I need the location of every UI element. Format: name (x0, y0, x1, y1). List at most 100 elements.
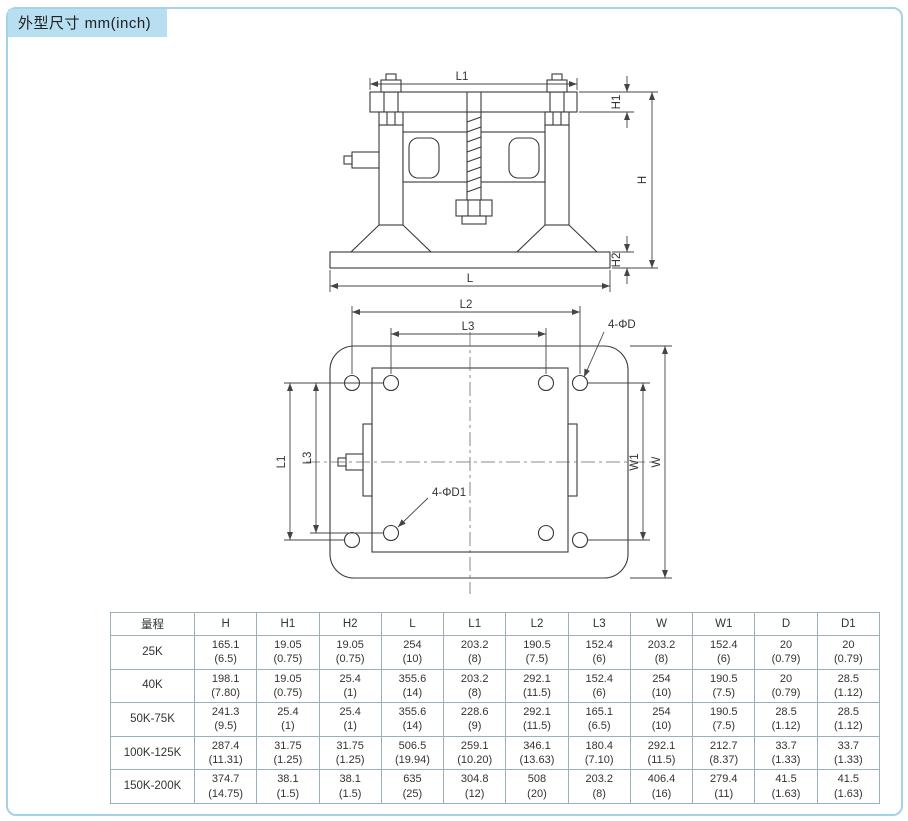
callout-inner-holes: 4-ΦD1 (432, 487, 466, 499)
dimension-cell: 254(10) (629, 668, 694, 704)
dimension-cell: 203.2(8) (443, 668, 507, 704)
dimension-cell: 19.05(0.75) (256, 635, 320, 670)
inner-hole (382, 374, 400, 392)
dimension-cell: 19.05(0.75) (318, 635, 382, 670)
column-header: L1 (443, 612, 507, 636)
dimension-cell: 635(25) (380, 769, 445, 804)
dimension-cell: 28.5(1.12) (816, 668, 881, 704)
left-ear (362, 423, 373, 497)
dim-label-h2: H2 (611, 253, 623, 268)
column-header: H2 (318, 612, 382, 636)
dimension-cell: 41.5(1.63) (754, 769, 818, 804)
center-rod (466, 111, 482, 201)
dim-label-l2: L2 (460, 299, 473, 311)
outer-hole (571, 531, 589, 549)
dim-label-h: H (637, 176, 649, 184)
cable-gland (351, 151, 380, 169)
dimension-cell: 228.6(9) (443, 702, 507, 737)
range-cell: 50K-75K (110, 702, 195, 737)
dimension-cell: 38.1(1.5) (256, 769, 320, 804)
plan-view: L2 L3 4-ΦD L1 L3 4-ΦD1 W1 W (276, 299, 672, 594)
column-header: D (754, 612, 818, 636)
dim-label-l3-left: L3 (302, 452, 314, 465)
dimension-cell: 25.4(1) (318, 668, 382, 704)
left-lower-nut (378, 111, 404, 126)
dimension-cell: 292.1(11.5) (505, 702, 569, 737)
column-header: D1 (816, 612, 881, 636)
left-top-nut (380, 79, 402, 93)
dimension-cell: 374.7(14.75) (193, 769, 258, 804)
dimension-cell: 19.05(0.75) (256, 668, 320, 704)
dim-label-l1: L1 (456, 71, 469, 83)
right-lower-nut (544, 111, 570, 126)
dimension-cell: 346.1(13.63) (505, 735, 569, 771)
dimension-cell: 31.75(1.25) (318, 735, 382, 771)
dim-label-w: W (651, 456, 663, 467)
dimension-cell: 180.4(7.10) (567, 735, 631, 771)
dimension-cell: 241.3(9.5) (193, 702, 258, 737)
outer-hole (571, 374, 589, 392)
dimensions-table-body: 25K 165.1(6.5) 19.05(0.75)19.05(0.75) 254(1… (110, 635, 881, 804)
dimension-cell: 33.7(1.33) (754, 735, 818, 771)
base-plate (329, 251, 611, 269)
dimension-cell: 406.4(16) (629, 769, 694, 804)
inner-hole (537, 524, 555, 542)
callout-outer-holes: 4-ΦD (608, 319, 636, 331)
inner-hole (382, 524, 400, 542)
range-cell: 25K (110, 635, 195, 670)
plan-view-dimensions (284, 306, 672, 579)
left-gusset (349, 224, 433, 253)
range-cell: 100K-125K (110, 735, 195, 771)
right-top-nut (546, 79, 568, 93)
plan-view-labels: L2 L3 4-ΦD L1 L3 4-ΦD1 W1 W (276, 299, 663, 499)
outer-hole (343, 531, 361, 549)
dimension-cell: 20(0.79) (816, 635, 881, 670)
dimension-cell: 304.8(12) (443, 769, 507, 804)
dimension-cell: 190.5(7.5) (692, 702, 756, 737)
dim-label-h1: H1 (611, 95, 623, 110)
dimension-cell: 254(10) (629, 702, 694, 737)
dimension-cell: 355.6(14) (380, 702, 445, 737)
column-header: L (380, 612, 445, 636)
dimension-cell: 152.4(6) (692, 635, 756, 670)
column-header: W (629, 612, 694, 636)
center-washer (461, 215, 487, 225)
dimension-cell: 28.5(1.12) (754, 702, 818, 737)
range-cell: 40K (110, 668, 195, 704)
side-view: L1 H1 H H2 L (329, 71, 658, 292)
dimension-cell: 31.75(1.25) (256, 735, 320, 771)
right-cutout (508, 137, 540, 179)
dimension-cell: 203.2(8) (629, 635, 694, 670)
dimension-cell: 41.5(1.63) (816, 769, 881, 804)
right-gusset (515, 224, 599, 253)
dimension-cell: 25.4(1) (318, 702, 382, 737)
dimension-cell: 212.7(8.37) (692, 735, 756, 771)
dimension-cell: 198.1(7.80) (193, 668, 258, 704)
dimension-cell: 279.4(11) (692, 769, 756, 804)
range-cell: 150K-200K (110, 769, 195, 804)
left-column (378, 124, 404, 226)
dim-label-l1-left: L1 (276, 456, 288, 469)
dim-label-l: L (467, 273, 474, 285)
column-header: 量程 (110, 612, 195, 636)
dimension-cell: 203.2(8) (443, 635, 507, 670)
dimension-cell: 165.1(6.5) (567, 702, 631, 737)
dimension-cell: 190.5(7.5) (692, 668, 756, 704)
right-ear (567, 423, 578, 497)
column-header: H (193, 612, 258, 636)
center-nut (455, 199, 493, 217)
dimension-cell: 33.7(1.33) (816, 735, 881, 771)
dimension-cell: 20(0.79) (754, 635, 818, 670)
dimension-cell: 28.5(1.12) (816, 702, 881, 737)
top-plate (369, 91, 578, 113)
dimension-cell: 20(0.79) (754, 668, 818, 704)
dimension-cell: 25.4(1) (256, 702, 320, 737)
